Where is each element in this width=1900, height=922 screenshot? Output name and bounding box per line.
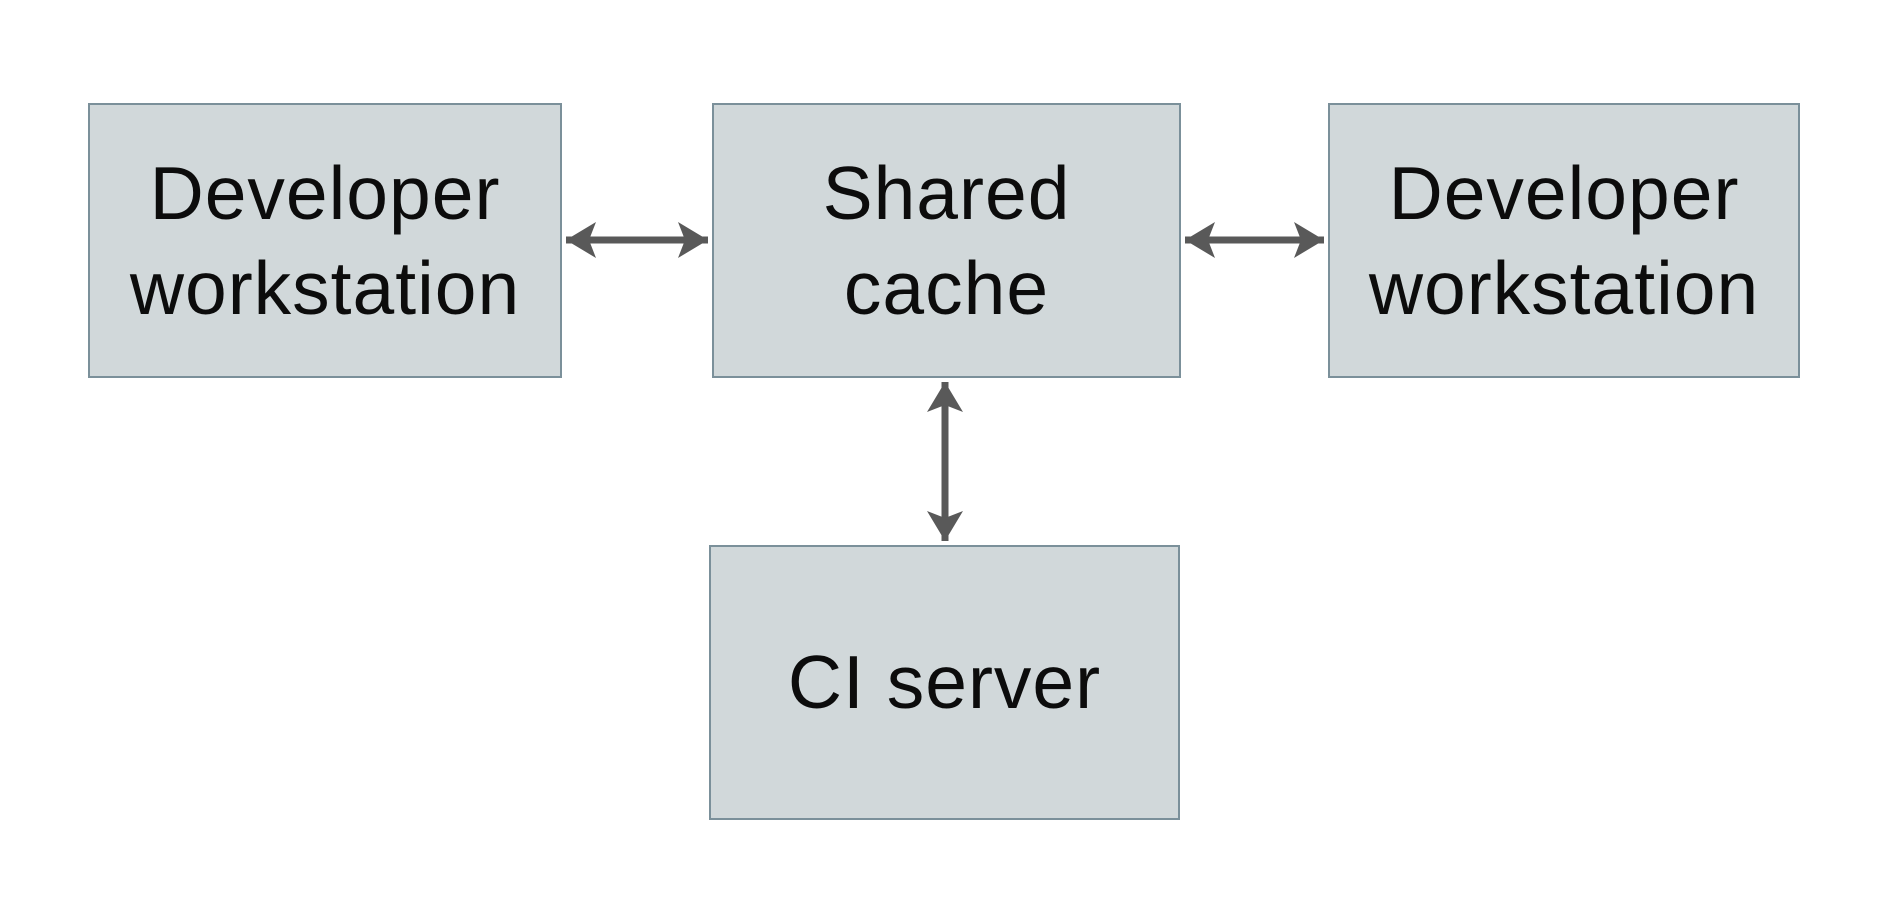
node-label-line: cache xyxy=(843,245,1050,330)
node-shared-cache: Shared cache xyxy=(712,103,1181,378)
node-label-line: Developer xyxy=(149,150,501,235)
node-developer-workstation-left: Developer workstation xyxy=(88,103,562,378)
node-ci-server: CI server xyxy=(709,545,1180,820)
node-label-line: Developer xyxy=(1388,150,1740,235)
node-developer-workstation-right: Developer workstation xyxy=(1328,103,1800,378)
node-label-line: workstation xyxy=(1368,245,1760,330)
node-label-line: Shared xyxy=(822,150,1071,235)
node-label-line: workstation xyxy=(129,245,521,330)
node-label-line: CI server xyxy=(787,640,1102,724)
